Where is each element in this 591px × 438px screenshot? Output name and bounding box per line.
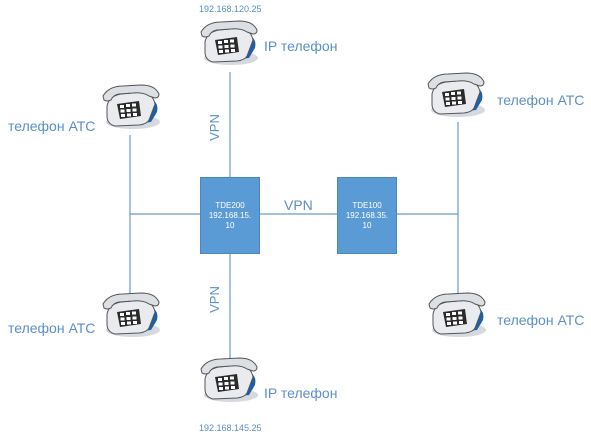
ats-phone-right-top-icon [427,72,486,118]
ip-phone-top-icon [200,20,259,66]
ip-phone-bottom-label: IP телефон [264,385,338,401]
ip-phone-top-label: IP телефон [264,38,338,54]
router-tde200-ip: 192.168.15. [208,210,252,220]
ats-phone-right-bottom-icon [428,292,487,338]
router-tde100-name: TDE100 [352,200,382,210]
ats-phone-left-bottom-icon [102,292,161,338]
ats-phone-right-bottom-label: телефон АТС [497,312,585,328]
connection-lines [129,72,459,360]
vpn-top-label: VPN [206,114,222,141]
ats-phone-right-top-label: телефон АТС [497,92,585,108]
ip-phone-bottom-address: 192.168.145.25 [199,423,262,433]
ats-phone-left-bottom-label: телефон АТС [8,320,96,336]
ip-phone-top-address: 192.168.120.25 [199,4,262,14]
ats-phone-left-top-icon [102,84,161,130]
router-tde100-ip: 192.168.35. [345,210,389,220]
router-tde200-ip2: 10 [225,220,235,230]
router-tde100-ip2: 10 [362,220,372,230]
router-tde100: TDE100 192.168.35. 10 [337,177,397,254]
ats-phone-left-top-label: телефон АТС [8,118,96,134]
router-tde200: TDE200 192.168.15. 10 [200,177,260,254]
vpn-center-label: VPN [284,197,313,213]
router-tde200-name: TDE200 [215,200,245,210]
ip-phone-bottom-icon [200,357,259,403]
vpn-bottom-label: VPN [206,286,222,313]
